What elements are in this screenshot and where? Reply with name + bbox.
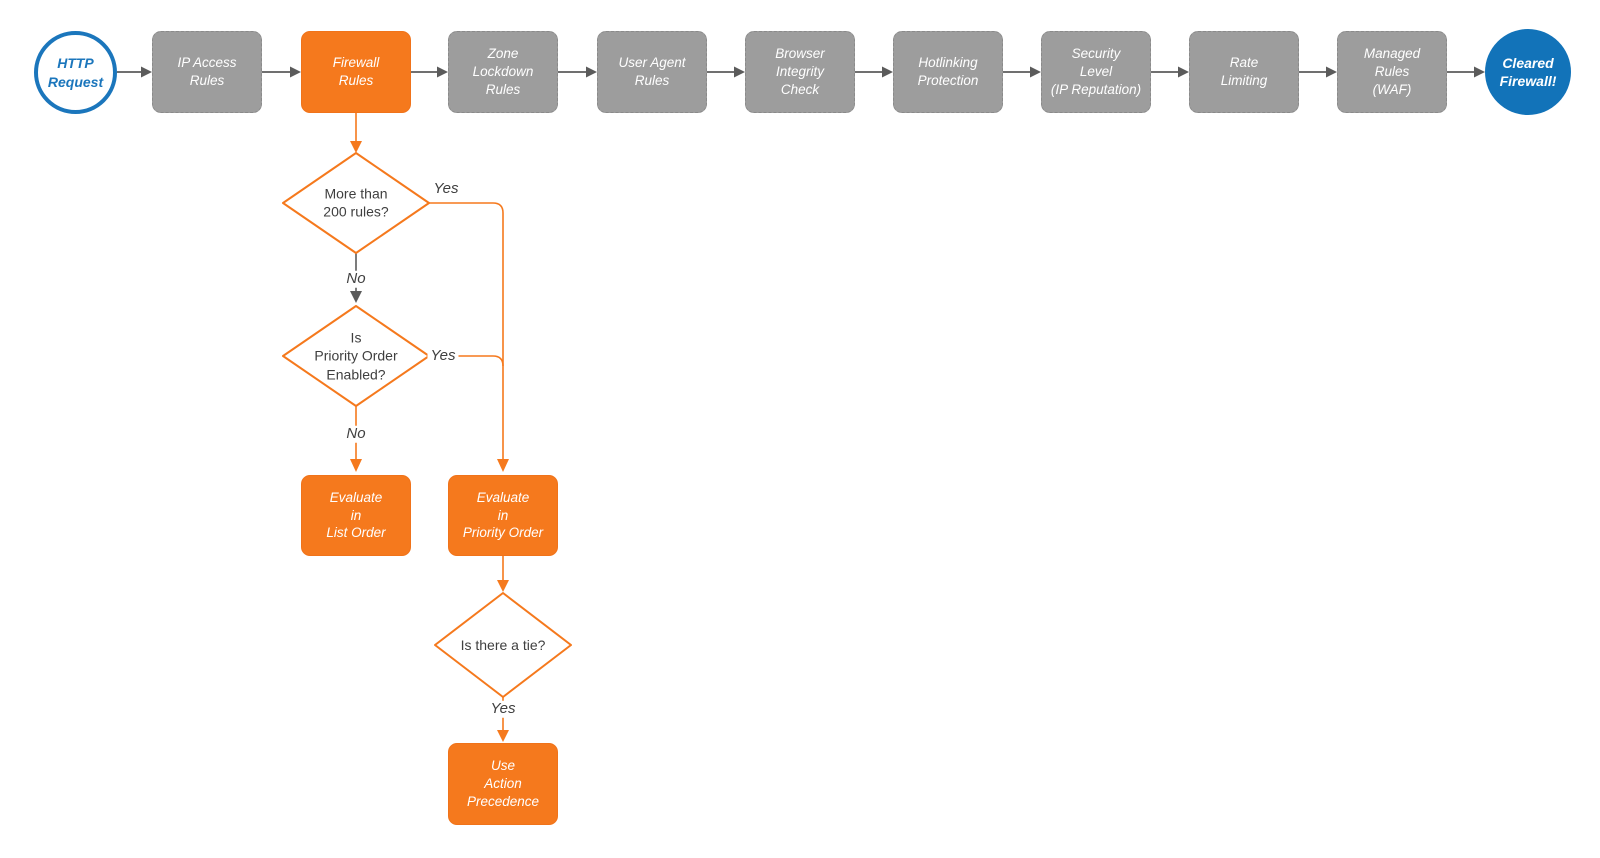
arrow-ip-access-to-firewall bbox=[262, 66, 301, 78]
arrow-rate-limiting-to-managed-rules bbox=[1299, 66, 1337, 78]
node-label: Security Level (IP Reputation) bbox=[1050, 46, 1142, 97]
node-security-level: Security Level (IP Reputation) bbox=[1041, 31, 1151, 113]
node-label: Rate Limiting bbox=[1220, 55, 1268, 88]
arrow-security-level-to-rate-limiting bbox=[1151, 66, 1189, 78]
node-rate-limiting: Rate Limiting bbox=[1189, 31, 1299, 113]
end-node-label: Cleared Firewall! bbox=[1499, 54, 1557, 89]
node-label: IP Access Rules bbox=[177, 55, 237, 88]
node-zone-lockdown-rules: Zone Lockdown Rules bbox=[448, 31, 558, 113]
arrow-http-to-ip-access bbox=[117, 66, 152, 78]
arrow-user-agent-to-browser-integrity bbox=[707, 66, 745, 78]
start-node-label: HTTP Request bbox=[47, 55, 104, 90]
arrow-firewall-to-zone-lockdown bbox=[411, 66, 448, 78]
node-label: Use Action Precedence bbox=[466, 758, 540, 809]
node-browser-integrity-check: Browser Integrity Check bbox=[745, 31, 855, 113]
decision-is-there-a-tie-label: Is there a tie? bbox=[460, 636, 546, 653]
arrow-hotlinking-to-security-level bbox=[1003, 66, 1041, 78]
node-label: Zone Lockdown Rules bbox=[472, 46, 534, 97]
arrow-zone-lockdown-to-user-agent bbox=[558, 66, 597, 78]
connector-decision2-yes-join bbox=[429, 355, 504, 367]
node-label: Evaluate in Priority Order bbox=[462, 489, 544, 541]
decision-more-than-200-label: More than 200 rules? bbox=[323, 185, 389, 220]
node-label: Evaluate in List Order bbox=[326, 489, 386, 541]
node-evaluate-in-list-order: Evaluate in List Order bbox=[301, 475, 411, 556]
node-use-action-precedence: Use Action Precedence bbox=[448, 743, 558, 825]
decision-more-than-200-shape bbox=[282, 152, 430, 254]
connector-priority-to-decision3 bbox=[497, 556, 509, 592]
node-user-agent-rules: User Agent Rules bbox=[597, 31, 707, 113]
node-evaluate-in-priority-order: Evaluate in Priority Order bbox=[448, 475, 558, 556]
node-firewall-rules: Firewall Rules bbox=[301, 31, 411, 113]
decision-priority-enabled-shape bbox=[282, 305, 430, 407]
start-node-http-request: HTTP Request bbox=[34, 31, 117, 114]
edge-label-yes-tie: Yes bbox=[487, 700, 519, 718]
node-label: Managed Rules (WAF) bbox=[1363, 46, 1421, 97]
decision-priority-enabled-label: Is Priority Order Enabled? bbox=[314, 329, 398, 383]
node-hotlinking-protection: Hotlinking Protection bbox=[893, 31, 1003, 113]
connector-firewall-to-decision1 bbox=[350, 113, 362, 153]
edge-label-yes-more-than-200: Yes bbox=[430, 180, 462, 198]
edge-label-no-priority-enabled: No bbox=[343, 425, 369, 443]
arrow-browser-integrity-to-hotlinking bbox=[855, 66, 893, 78]
edge-label-yes-priority-enabled: Yes bbox=[427, 347, 459, 365]
arrow-managed-rules-to-cleared bbox=[1447, 66, 1485, 78]
connector-decision1-yes-to-priority bbox=[429, 202, 509, 472]
node-label: User Agent Rules bbox=[618, 55, 686, 88]
node-ip-access-rules: IP Access Rules bbox=[152, 31, 262, 113]
decision-is-there-a-tie-shape bbox=[434, 592, 572, 698]
node-managed-rules-waf: Managed Rules (WAF) bbox=[1337, 31, 1447, 113]
node-label: Firewall Rules bbox=[332, 55, 380, 88]
node-label: Browser Integrity Check bbox=[775, 46, 825, 97]
end-node-cleared-firewall: Cleared Firewall! bbox=[1485, 29, 1571, 115]
node-label: Hotlinking Protection bbox=[917, 55, 979, 88]
edge-label-no-more-than-200: No bbox=[343, 270, 369, 288]
